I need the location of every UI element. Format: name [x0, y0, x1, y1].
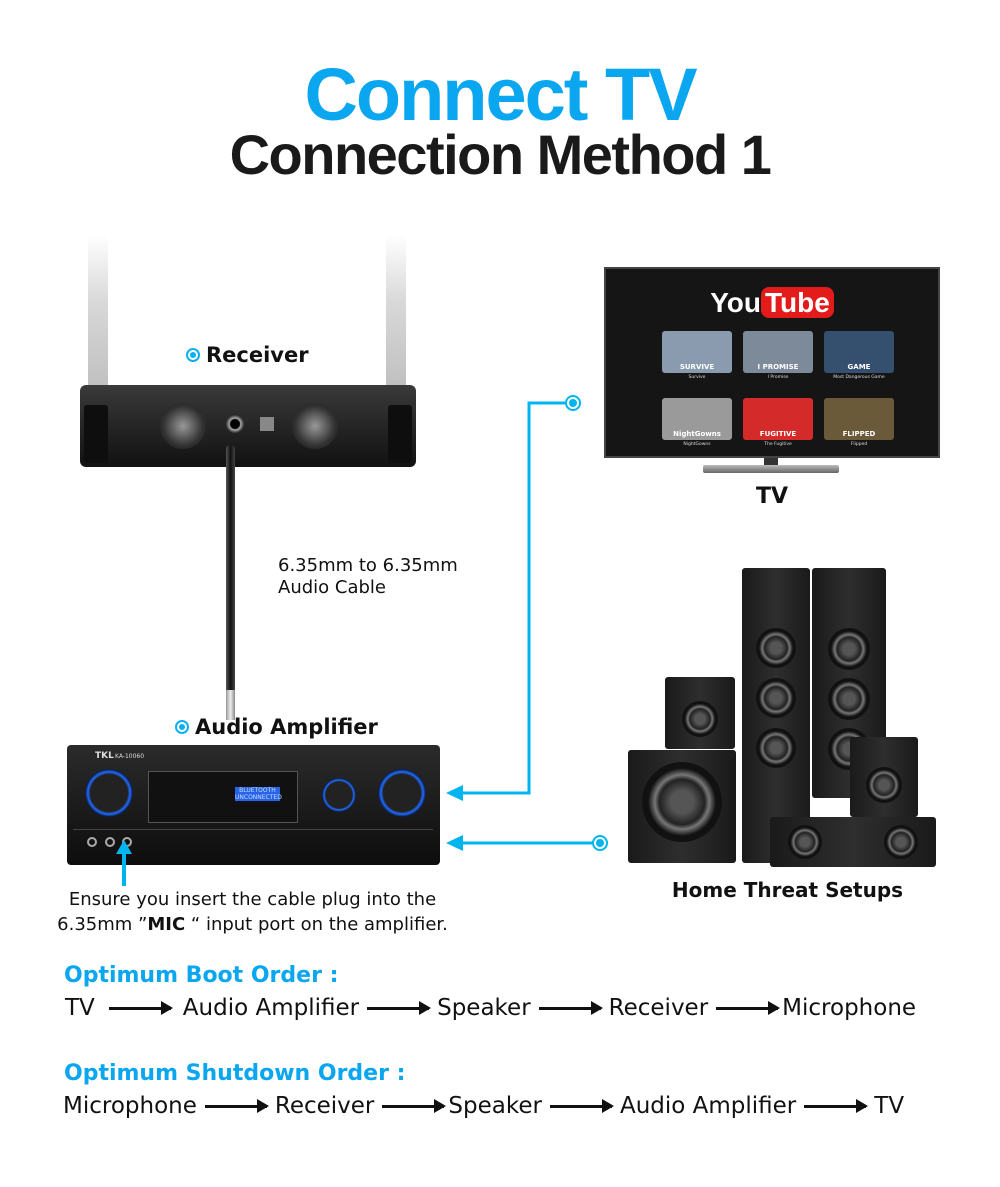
boot-step: Speaker: [437, 995, 531, 1021]
video-caption: Flipped: [850, 442, 868, 447]
tv-to-amp-line: [460, 401, 566, 795]
arrow-right-icon: [716, 1000, 781, 1015]
dc-power-port: [260, 417, 274, 431]
video-thumbnail[interactable]: NightGowns: [662, 398, 732, 440]
video-caption: I Promise: [767, 375, 789, 380]
shutdown-step: TV: [874, 1093, 905, 1119]
shutdown-step: Audio Amplifier: [619, 1093, 797, 1119]
bullet-icon: [186, 348, 200, 362]
amp-display: BLUETOOTH UNCONNECTED: [235, 787, 282, 801]
display-line1: BLUETOOTH: [239, 787, 276, 794]
note-line1: Ensure you insert the cable plug into th…: [68, 889, 437, 910]
cable-label-line2: Audio Cable: [278, 577, 386, 598]
note-line2: 6.35mm ”MIC “ input port on the amplifie…: [40, 912, 465, 937]
logo-tube: Tube: [761, 287, 834, 318]
arrow-right-icon: [108, 1000, 173, 1015]
video-thumbnail[interactable]: I PROMISE: [743, 331, 813, 373]
mic2-port: [105, 837, 115, 847]
cable-plug: [226, 690, 235, 720]
video-thumbnail[interactable]: FLIPPED: [824, 398, 894, 440]
arrow-right-icon: [367, 1000, 432, 1015]
cable-label: 6.35mm to 6.35mm Audio Cable: [278, 555, 458, 599]
mic1-port: [87, 837, 97, 847]
satellite-speaker: [850, 737, 918, 817]
shutdown-step: Speaker: [448, 1093, 542, 1119]
audio-cable: [226, 445, 235, 700]
boot-order-flow: TV Audio Amplifier Speaker Receiver Micr…: [65, 995, 916, 1021]
xlr-output-left: [160, 403, 206, 449]
mic-port-note: Ensure you insert the cable plug into th…: [40, 887, 465, 937]
video-caption: Most Dangerous Game: [833, 375, 885, 380]
amplifier-label: Audio Amplifier: [175, 715, 378, 739]
tv-label: TV: [755, 484, 789, 509]
boot-step: TV: [65, 995, 95, 1021]
speakers-label: Home Threat Setups: [671, 878, 904, 902]
arrow-up-icon: [116, 840, 132, 854]
shutdown-order-flow: Microphone Receiver Speaker Audio Amplif…: [63, 1093, 904, 1119]
arrow-right-icon: [549, 1098, 614, 1113]
tower-speaker-right: [812, 568, 886, 798]
arrow-left-icon: [446, 785, 463, 801]
note-text: 6.35mm ”: [57, 914, 148, 935]
arrow-right-icon: [382, 1098, 447, 1113]
subwoofer: [628, 750, 736, 863]
center-channel-speaker: [770, 817, 936, 867]
receiver-label-text: Receiver: [206, 343, 309, 367]
cable-label-line1: 6.35mm to 6.35mm: [278, 555, 458, 576]
boot-step: Microphone: [782, 995, 917, 1021]
video-caption: NightGowns: [683, 442, 711, 447]
shutdown-order-heading: Optimum Shutdown Order :: [64, 1061, 406, 1086]
echo-volume-knob: [322, 778, 356, 812]
mic-volume-knob: [85, 769, 133, 817]
arrow-left-icon: [446, 835, 463, 851]
amplifier-label-text: Audio Amplifier: [195, 715, 378, 739]
tower-speaker-left: [742, 568, 810, 863]
receiver-label: Receiver: [186, 343, 309, 367]
bookshelf-speaker: [665, 677, 735, 749]
tv-stand-base: [703, 465, 839, 473]
boot-step: Audio Amplifier: [182, 995, 360, 1021]
title-connect-tv: Connect TV: [304, 53, 697, 136]
receiver-antenna-left: [88, 235, 108, 405]
boot-step: Receiver: [608, 995, 709, 1021]
receiver-antenna-right: [386, 235, 406, 405]
arrow-right-icon: [204, 1098, 269, 1113]
logo-you: You: [710, 287, 761, 318]
video-caption: The Fugitive: [764, 442, 792, 447]
video-thumbnail[interactable]: FUGITIVE: [743, 398, 813, 440]
tv-stand-neck: [764, 458, 778, 466]
jack-output: [226, 415, 244, 433]
amp-brand: TKL: [95, 751, 114, 761]
arrow-right-icon: [538, 1000, 603, 1015]
note-mic-bold: MIC: [147, 914, 186, 935]
display-line2: UNCONNECTED: [235, 794, 282, 801]
receiver-device: [80, 385, 416, 467]
note-text: “ input port on the amplifier.: [185, 914, 448, 935]
arrow-right-icon: [804, 1098, 869, 1113]
video-thumbnail[interactable]: SURVIVE: [662, 331, 732, 373]
mic-port-pointer-arrow: [122, 846, 126, 886]
music-volume-knob: [378, 769, 426, 817]
bullet-icon: [175, 720, 189, 734]
video-caption: Survive: [688, 375, 706, 380]
title-connection-method: Connection Method 1: [229, 123, 772, 186]
xlr-output-right: [292, 403, 338, 449]
amp-model: KA-10060: [115, 753, 145, 760]
boot-order-heading: Optimum Boot Order :: [64, 963, 339, 988]
shutdown-step: Microphone: [63, 1093, 197, 1119]
video-thumbnail[interactable]: GAME: [824, 331, 894, 373]
shutdown-step: Receiver: [274, 1093, 375, 1119]
